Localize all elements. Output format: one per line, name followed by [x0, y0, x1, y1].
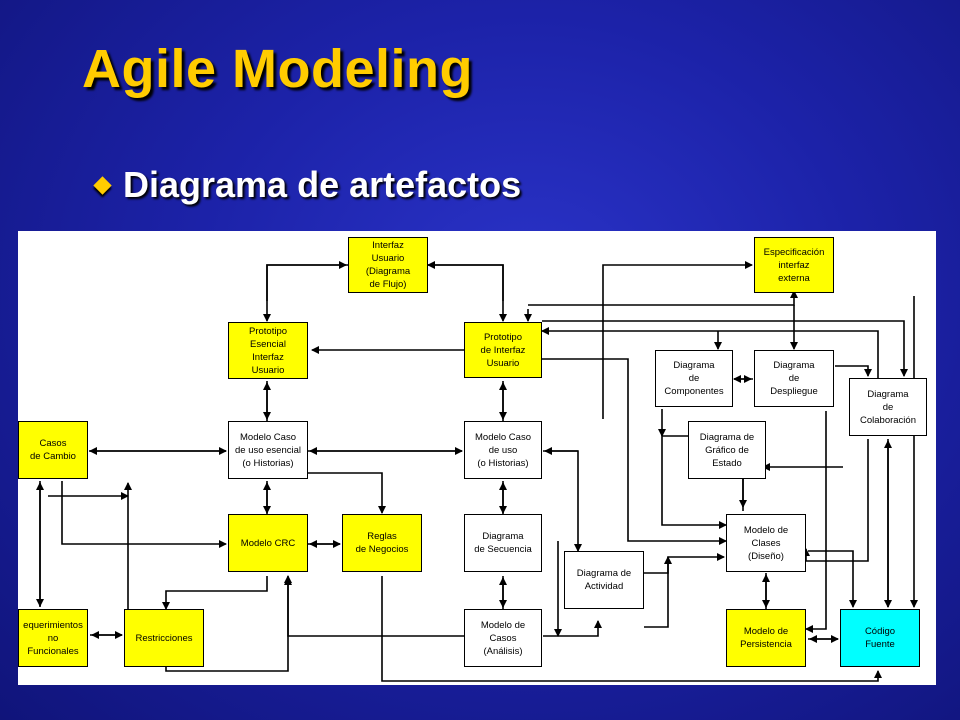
edge [528, 290, 798, 306]
edge [162, 576, 268, 610]
diamond-bullet-icon [93, 175, 112, 195]
edge [381, 576, 882, 682]
node-diagrama-colaboracion: Diagrama de Colaboración [849, 378, 927, 436]
node-diagrama-despliegue: Diagrama de Despliegue [754, 350, 834, 407]
node-requerimientos-no-funcionales: equerimientos no Funcionales [18, 609, 88, 667]
node-modelo-persistencia: Modelo de Persistencia [726, 609, 806, 667]
node-diagrama-secuencia: Diagrama de Secuencia [464, 514, 542, 572]
bullet-item: Diagrama de artefactos [93, 164, 522, 206]
edge [644, 553, 725, 574]
node-modelo-caso-uso: Modelo Caso de uso (o Historias) [464, 421, 542, 479]
node-restricciones: Restricciones [124, 609, 204, 667]
artifact-diagram: Interfaz Usuario (Diagrama de Flujo) Esp… [18, 231, 936, 685]
edge [543, 620, 602, 637]
edge [426, 264, 507, 322]
node-modelo-clases: Modelo de Clases (Diseño) [726, 514, 806, 572]
edge [602, 261, 753, 419]
edge [808, 550, 857, 608]
edge [661, 435, 727, 529]
node-prototipo-esencial: Prototipo Esencial Interfaz Usuario [228, 322, 308, 379]
edge [805, 411, 827, 633]
node-casos-cambio: Casos de Cambio [18, 421, 88, 479]
node-modelo-casos-analisis: Modelo de Casos (Análisis) [464, 609, 542, 667]
edge [835, 365, 872, 377]
edge [542, 320, 908, 377]
edge [644, 556, 672, 628]
edge [541, 327, 879, 396]
node-especificacion-interfaz: Especificación interfaz externa [754, 237, 834, 293]
edge [427, 261, 504, 301]
edge [266, 261, 347, 301]
node-modelo-caso-esencial: Modelo Caso de uso esencial (o Historias… [228, 421, 308, 479]
edge [284, 577, 464, 637]
edge [802, 439, 869, 562]
node-diagrama-actividad: Diagrama de Actividad [564, 551, 644, 609]
node-diagrama-grafico-estado: Diagrama de Gráfico de Estado [688, 421, 766, 479]
edge [542, 358, 727, 545]
edge [61, 481, 227, 548]
edge [543, 450, 582, 552]
edge [263, 264, 348, 322]
connector-lines [36, 261, 918, 682]
node-prototipo-interfaz: Prototipo de Interfaz Usuario [464, 322, 542, 378]
node-modelo-crc: Modelo CRC [228, 514, 308, 572]
bullet-text: Diagrama de artefactos [123, 164, 522, 205]
edge [308, 472, 386, 514]
node-interfaz-usuario: Interfaz Usuario (Diagrama de Flujo) [348, 237, 428, 293]
node-diagrama-componentes: Diagrama de Componentes [655, 350, 733, 407]
node-codigo-fuente: Código Fuente [840, 609, 920, 667]
slide-title: Agile Modeling [82, 39, 473, 99]
node-reglas-negocios: Reglas de Negocios [342, 514, 422, 572]
